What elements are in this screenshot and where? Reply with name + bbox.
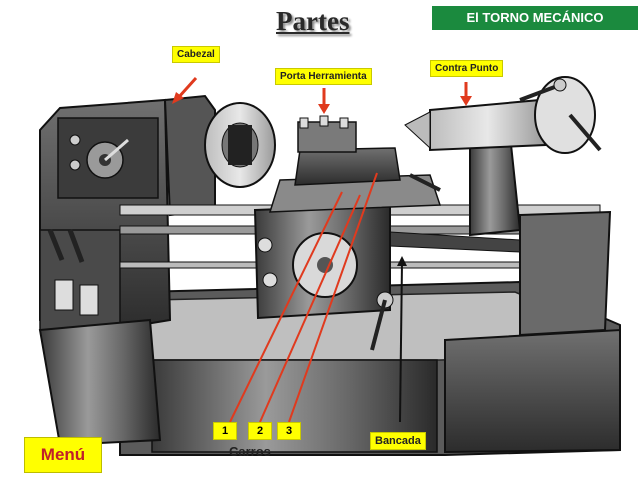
tailstock — [404, 76, 602, 237]
tailstock-pedestal — [519, 210, 612, 337]
label-carros: Carros — [229, 444, 271, 459]
page-title: Partes — [276, 6, 350, 36]
headstock — [163, 94, 276, 217]
label-cabezal: Cabezal — [172, 46, 220, 63]
label-bancada: Bancada — [370, 432, 426, 450]
carro-1-line — [229, 191, 343, 423]
carro-3-line — [288, 172, 378, 423]
carro-number-1: 1 — [213, 422, 237, 440]
carro-2-line — [259, 194, 361, 423]
bancada-line — [399, 261, 403, 423]
pointer-arrows — [172, 76, 472, 423]
headstock-cabinet — [38, 98, 172, 447]
label-contra-punto: Contra Punto — [430, 60, 504, 77]
cabezal-arrow — [176, 76, 198, 100]
carro-number-3: 3 — [277, 422, 301, 440]
carro-number-2: 2 — [248, 422, 272, 440]
menu-button[interactable]: Menú — [24, 437, 102, 473]
topic-banner: El TORNO MECÁNICO — [432, 6, 638, 30]
carriage — [253, 115, 442, 351]
label-porta-herramienta: Porta Herramienta — [275, 68, 372, 85]
